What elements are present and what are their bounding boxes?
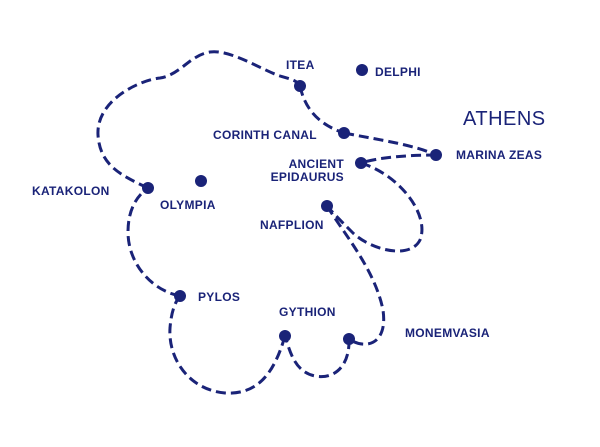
stop-dot-nafplion	[321, 200, 333, 212]
stop-dot-marina-zeas	[430, 149, 442, 161]
route-segment-pylos-katakolon	[126, 186, 181, 298]
stop-dot-katakolon	[142, 182, 154, 194]
stop-label-delphi: DELPHI	[375, 65, 421, 79]
stop-dot-delphi	[356, 64, 368, 76]
route-segment-gythion-pylos	[168, 295, 287, 395]
stop-dot-corinth-canal	[338, 127, 350, 139]
stop-label-ancient-epidaurus-line2: EPIDAURUS	[270, 170, 344, 184]
route-segment-monemvasia-gythion	[283, 335, 351, 379]
route-segment-katakolon-itea	[96, 50, 302, 190]
stop-label-corinth-canal: CORINTH CANAL	[213, 128, 317, 142]
route-segment-epidaurus-nafplion	[325, 161, 424, 253]
stop-label-marina-zeas: MARINA ZEAS	[456, 148, 543, 162]
stop-label-ancient-epidaurus: ANCIENT EPIDAURUS	[265, 158, 344, 184]
stop-label-pylos: PYLOS	[198, 290, 241, 304]
stop-dot-monemvasia	[343, 333, 355, 345]
stop-label-olympia: OLYMPIA	[160, 198, 216, 212]
stop-label-gythion: GYTHION	[279, 305, 336, 319]
route-segment-corinth-marina-zeas	[343, 131, 437, 157]
stop-dot-itea	[294, 80, 306, 92]
stop-dot-gythion	[279, 330, 291, 342]
stop-dot-ancient-epidaurus	[355, 157, 367, 169]
stop-label-ancient-epidaurus-line1: ANCIENT	[288, 157, 344, 171]
stop-label-nafplion: NAFPLION	[260, 218, 324, 232]
stop-dot-olympia	[195, 175, 207, 187]
stop-label-monemvasia: MONEMVASIA	[405, 326, 490, 340]
route-segment-itea-corinth	[298, 85, 345, 135]
route-segment-marina-zeas-epidaurus	[360, 153, 437, 165]
stop-dot-pylos	[174, 290, 186, 302]
stop-label-athens: ATHENS	[463, 108, 546, 130]
stop-label-katakolon: KATAKOLON	[32, 184, 110, 198]
route-segment-nafplion-monemvasia	[325, 205, 386, 346]
stop-label-itea: ITEA	[286, 58, 315, 72]
